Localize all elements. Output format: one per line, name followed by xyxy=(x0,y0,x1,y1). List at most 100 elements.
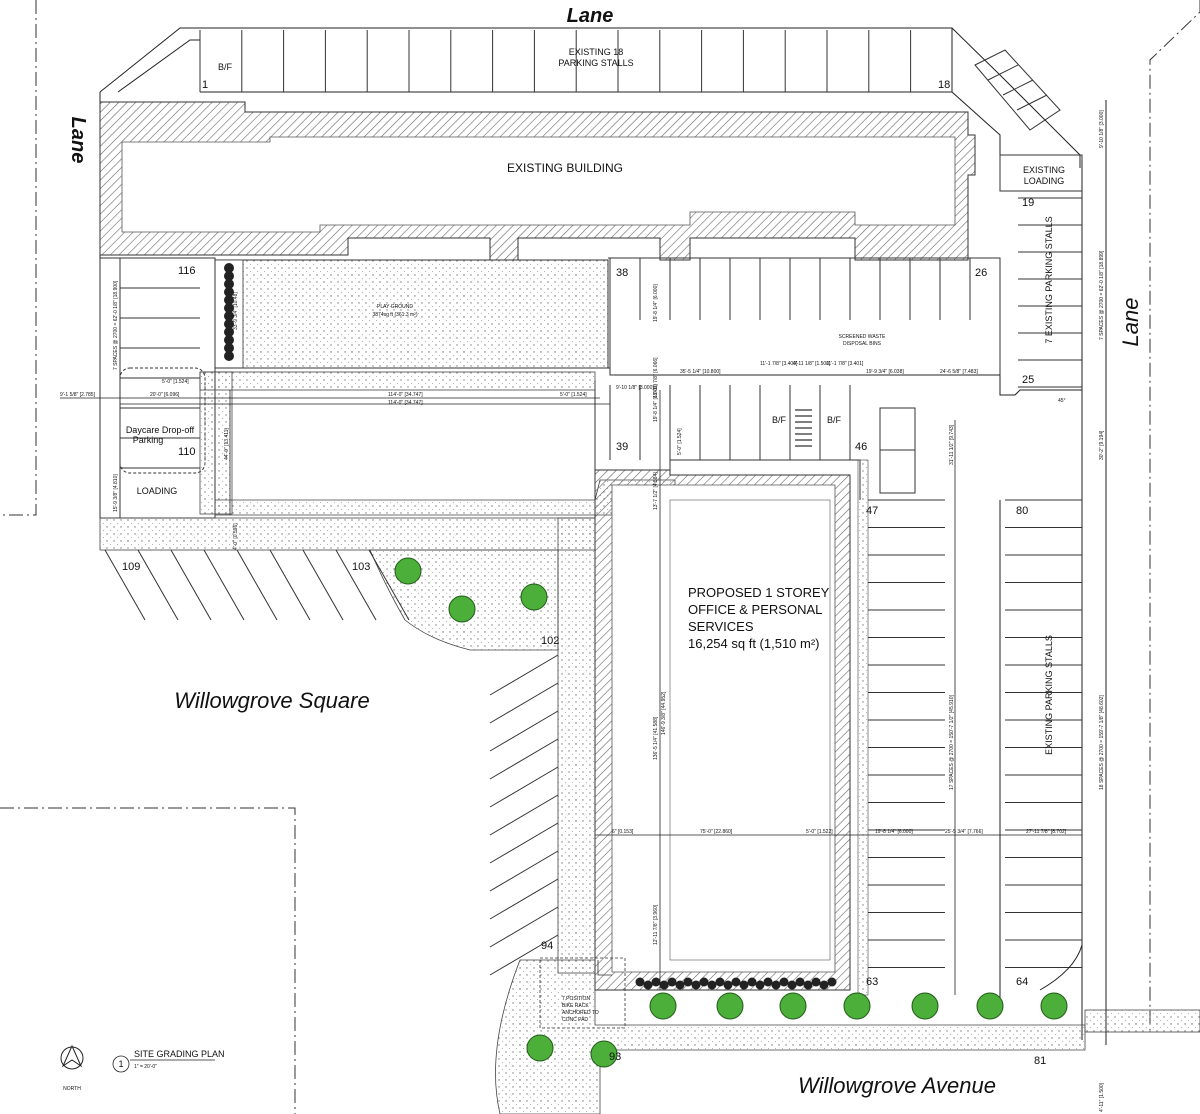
shrub xyxy=(691,980,701,990)
angled-stall xyxy=(269,549,311,621)
label-north: NORTH xyxy=(63,1086,81,1092)
angled-stall xyxy=(335,549,377,621)
label-plan-scale: 1" = 20'-0" xyxy=(134,1064,157,1070)
label-existing-loading-2: LOADING xyxy=(1024,176,1065,186)
dim-29: 15'-9 3/8" [4.810] xyxy=(113,474,119,512)
stall-number-63: 63 xyxy=(866,976,878,988)
middle-stall-lines xyxy=(609,258,1001,460)
label-bike-1: 7 POSITION xyxy=(562,996,590,1002)
angled-stall xyxy=(489,850,559,892)
angled-stall xyxy=(236,549,278,621)
dim-11: 11'-1 7/8" [3.401] xyxy=(826,361,864,367)
label-existing-loading-1: EXISTING xyxy=(1023,165,1065,175)
shrub xyxy=(731,977,741,987)
shrub xyxy=(683,977,693,987)
angled-stall xyxy=(203,549,245,621)
shrub xyxy=(795,977,805,987)
north-arrow xyxy=(60,1044,84,1070)
label-playground-2: 3874sq ft (361.3 m²) xyxy=(372,312,417,318)
street-willowgrove-square: Willowgrove Square xyxy=(174,688,369,713)
dim-16: 5'-0" [1.522] xyxy=(806,829,833,835)
tree-icon xyxy=(976,992,1004,1020)
angled-stall xyxy=(489,710,559,752)
shrub xyxy=(715,977,725,987)
dimension-lines xyxy=(60,100,1107,1045)
dim-32: 12'-11 7/8" [3.960] xyxy=(653,904,659,945)
stall-number-94: 94 xyxy=(541,940,553,952)
dim-17: 19'-8 1/4" [6.000] xyxy=(875,829,913,835)
angled-stall xyxy=(489,738,559,780)
tree-icon xyxy=(1040,992,1068,1020)
dim-2: 5'-0" [1.524] xyxy=(162,379,189,385)
stall-number-116: 116 xyxy=(178,265,196,277)
shrub xyxy=(779,977,789,987)
stall-number-26: 26 xyxy=(975,267,987,279)
stall-number-80: 80 xyxy=(1016,505,1028,517)
shrub xyxy=(819,980,829,990)
label-playground-1: PLAY GROUND xyxy=(377,304,413,310)
dim-24: 4'-11" [1.500] xyxy=(1099,1082,1105,1112)
proposed-building xyxy=(594,469,851,991)
shrub xyxy=(224,319,234,329)
tree-icon xyxy=(649,992,677,1020)
stall-number-93: 93 xyxy=(609,1051,621,1063)
label-bike-4: CONC PAD xyxy=(562,1017,588,1023)
dim-22: 30'-2" [9.194] xyxy=(1099,430,1105,460)
angled-stall xyxy=(489,906,559,948)
dim-27: 44'-0" [13.411] xyxy=(224,428,230,460)
label-existing-stalls-side: EXISTING PARKING STALLS xyxy=(1044,635,1054,755)
plan-title-block xyxy=(112,1055,215,1073)
dim-8: 35'-5 1/4" [10.800] xyxy=(680,369,721,375)
shrub xyxy=(667,977,677,987)
stall-number-18: 18 xyxy=(938,79,950,91)
shrub xyxy=(224,335,234,345)
stall-number-1: 1 xyxy=(202,79,208,91)
angled-stall xyxy=(489,934,559,976)
dim-13: 24'-6 5/8" [7.483] xyxy=(940,369,978,375)
label-7-existing-stalls: 7 EXISTING PARKING STALLS xyxy=(1044,216,1054,343)
dim-14: 6" [0.153] xyxy=(612,829,634,835)
shrub xyxy=(224,327,234,337)
dim-1: 9'-1 5/8" [2.785] xyxy=(60,392,96,398)
lower-right-aisle xyxy=(999,500,1083,1000)
dim-39: 4'-0" [0.596] xyxy=(233,523,239,550)
street-willowgrove-avenue: Willowgrove Avenue xyxy=(798,1073,996,1098)
stall-number-102: 102 xyxy=(541,635,559,647)
tree-icon xyxy=(520,583,548,611)
angled-stall xyxy=(489,794,559,836)
stall-number-38: 38 xyxy=(616,267,628,279)
label-daycare-1: Daycare Drop-off xyxy=(126,425,195,435)
tree-icon xyxy=(843,992,871,1020)
angled-stall xyxy=(489,822,559,864)
shrub xyxy=(747,977,757,987)
label-bf-top: B/F xyxy=(218,62,233,72)
tree-icon xyxy=(394,557,422,585)
shrub xyxy=(827,977,837,987)
dim-26: 31'-11 1/2" [9.743] xyxy=(949,424,955,465)
street-lane-left: Lane xyxy=(67,117,89,164)
angled-stall xyxy=(368,549,410,621)
trees xyxy=(394,557,1068,1068)
shrub xyxy=(811,977,821,987)
stall-number-103: 103 xyxy=(352,561,370,573)
tree-icon xyxy=(716,992,744,1020)
stall-number-110: 110 xyxy=(178,446,196,458)
stall-number-81: 81 xyxy=(1034,1055,1046,1067)
shrub xyxy=(675,980,685,990)
stall-number-64: 64 xyxy=(1016,976,1028,988)
bike-rack xyxy=(539,957,626,1029)
shrub xyxy=(651,977,661,987)
dim-5: 114'-0" [34.747] xyxy=(388,400,423,406)
stall-number-46: 46 xyxy=(855,441,867,453)
angled-stall xyxy=(137,549,179,621)
shrub xyxy=(224,295,234,305)
dim-36: 19'-8 1/4" [6.000] xyxy=(653,384,659,422)
shrub xyxy=(723,980,733,990)
shrub xyxy=(755,980,765,990)
shrub xyxy=(224,351,234,361)
dim-33: 13'-7 1/2" [4.584] xyxy=(653,472,659,510)
angled-stall xyxy=(489,766,559,808)
right-stall-lines xyxy=(1018,197,1082,388)
dim-31: 146'-9 3/8" [44.952] xyxy=(661,691,667,735)
angled-stall xyxy=(170,549,212,621)
